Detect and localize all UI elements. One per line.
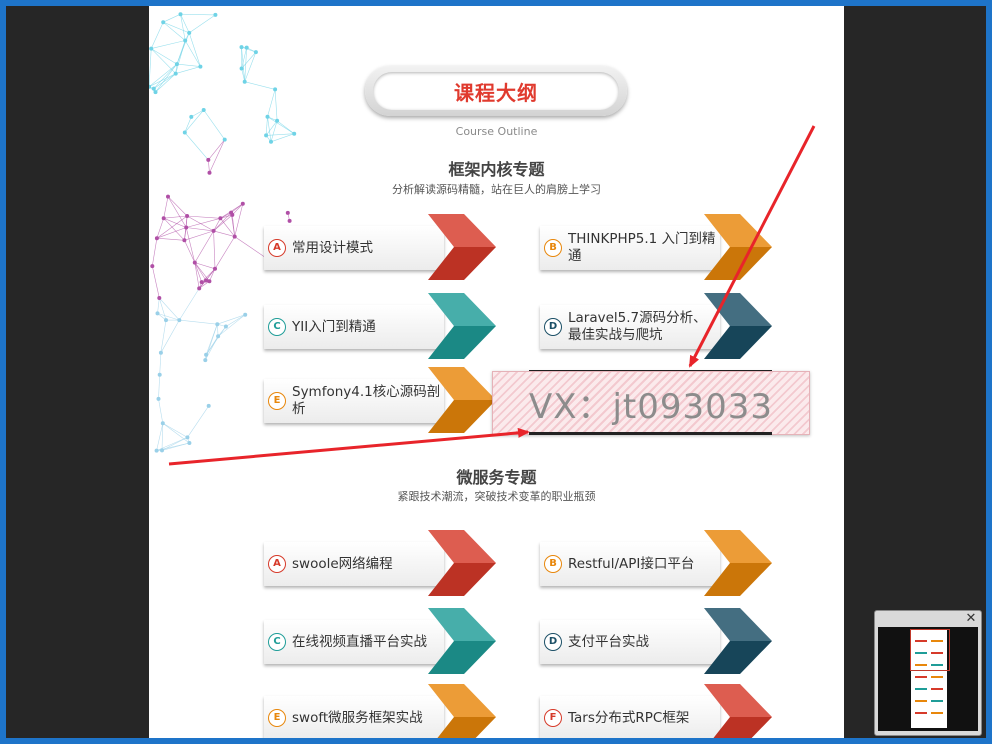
section1-subtitle: 分析解读源码精髓，站在巨人的肩膀上学习 (392, 183, 601, 196)
item-card (540, 542, 720, 586)
item-label: swoft微服务框架实战 (292, 709, 423, 726)
section2-subtitle: 紧跟技术潮流，突破技术变革的职业瓶颈 (397, 490, 596, 503)
item-card (264, 696, 444, 738)
chevron-arrow-icon (704, 608, 772, 674)
thumbnail-preview (878, 627, 978, 731)
thumbnail-line (931, 712, 943, 714)
item-label: YII入门到精通 (292, 318, 376, 335)
item-label: Symfony4.1核心源码剖析 (292, 384, 441, 417)
item-card (264, 620, 444, 664)
item-card (540, 696, 720, 738)
item-label: swoole网络编程 (292, 555, 393, 572)
section1-item-a: A 常用设计模式 (264, 214, 496, 280)
thumbnail-line (915, 700, 927, 702)
thumbnail-line (931, 676, 943, 678)
section1-item-b: B THINKPHP5.1 入门到精通 (540, 214, 772, 280)
item-card (264, 305, 444, 349)
thumbnail-line (915, 688, 927, 690)
watermark-bar-bottom (529, 432, 772, 435)
item-badge: A (268, 239, 286, 257)
section1-item-e: E Symfony4.1核心源码剖析 (264, 367, 496, 433)
thumbnail-page (911, 630, 947, 728)
section2-item-d: D 支付平台实战 (540, 608, 772, 674)
course-outline-page: 课程大纲 Course Outline 框架内核专题 分析解读源码精髓，站在巨人… (149, 6, 844, 738)
chevron-arrow-icon (704, 684, 772, 738)
section2-title: 微服务专题 (456, 468, 537, 487)
item-badge: B (544, 239, 562, 257)
page-subtitle-en: Course Outline (455, 125, 538, 138)
chevron-arrow-icon (428, 684, 496, 738)
item-label: 常用设计模式 (292, 239, 373, 256)
section1-item-c: C YII入门到精通 (264, 293, 496, 359)
thumbnail-line (915, 676, 927, 678)
section2-item-f: F Tars分布式RPC框架 (540, 684, 772, 738)
thumbnail-line (931, 688, 943, 690)
thumbnail-line (915, 712, 927, 714)
chevron-arrow-icon (428, 608, 496, 674)
thumbnail-line (931, 700, 943, 702)
thumbnail-viewport-frame[interactable] (910, 629, 950, 671)
item-card (264, 542, 444, 586)
watermark-vx: VX：jt093033 (492, 371, 810, 435)
navigator-thumbnail[interactable]: ✕ (874, 610, 982, 736)
thumbnail-line (931, 640, 943, 642)
item-card (264, 379, 444, 423)
thumbnail-line (931, 664, 943, 666)
close-icon[interactable]: ✕ (965, 611, 977, 626)
network-decoration (149, 12, 297, 453)
item-label: 支付平台实战 (568, 633, 649, 650)
chevron-arrow-icon (428, 214, 496, 280)
chevron-arrow-icon (704, 530, 772, 596)
section1-title: 框架内核专题 (448, 160, 545, 179)
item-badge: F (544, 709, 562, 727)
item-badge: D (544, 318, 562, 336)
chevron-arrow-icon (428, 530, 496, 596)
item-badge: B (544, 555, 562, 573)
item-label: Laravel5.7源码分析、最佳实战与爬坑 (568, 310, 707, 343)
item-badge: C (268, 633, 286, 651)
item-card (264, 226, 444, 270)
item-card (540, 620, 720, 664)
thumbnail-line (915, 640, 927, 642)
item-label: THINKPHP5.1 入门到精通 (568, 231, 716, 264)
item-badge: C (268, 318, 286, 336)
thumbnail-line (915, 664, 927, 666)
item-badge: E (268, 392, 286, 410)
item-badge: D (544, 633, 562, 651)
section2-item-c: C 在线视频直播平台实战 (264, 608, 496, 674)
image-viewer: 课程大纲 Course Outline 框架内核专题 分析解读源码精髓，站在巨人… (6, 6, 986, 738)
title-pill: 课程大纲 (365, 66, 627, 116)
section2-item-b: B Restful/API接口平台 (540, 530, 772, 596)
page-title: 课程大纲 (373, 72, 619, 110)
thumbnail-line (931, 652, 943, 654)
item-label: Restful/API接口平台 (568, 555, 695, 572)
item-badge: E (268, 709, 286, 727)
chevron-arrow-icon (428, 293, 496, 359)
item-label: 在线视频直播平台实战 (292, 633, 427, 650)
thumbnail-line (915, 652, 927, 654)
item-badge: A (268, 555, 286, 573)
chevron-arrow-icon (428, 367, 496, 433)
section1-item-d: D Laravel5.7源码分析、最佳实战与爬坑 (540, 293, 772, 359)
item-label: Tars分布式RPC框架 (568, 709, 690, 726)
